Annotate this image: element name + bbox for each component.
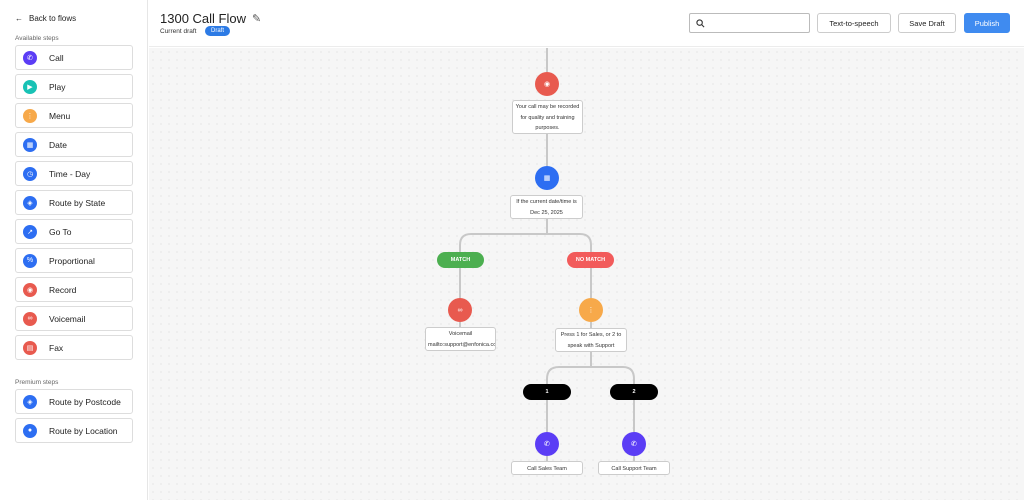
step-call[interactable]: ✆ Call (15, 45, 133, 70)
step-fax[interactable]: ▤ Fax (15, 335, 133, 360)
flow-title: 1300 Call Flow (160, 11, 246, 26)
date-condition-card[interactable]: If the current date/time is Dec 25, 2025 (510, 195, 583, 219)
step-route-by-state[interactable]: ◈ Route by State (15, 190, 133, 215)
call-support-node[interactable]: ✆ (622, 432, 646, 456)
step-route-by-postcode[interactable]: ◈ Route by Postcode (15, 389, 133, 414)
status-badge: Draft (205, 26, 231, 36)
search-box[interactable] (689, 13, 810, 33)
step-label: Route by Postcode (49, 396, 121, 407)
menu-icon: ⋮ (587, 307, 595, 314)
back-to-flows-link[interactable]: ← Back to flows (15, 14, 76, 23)
phone-icon: ✆ (631, 441, 637, 448)
step-proportional[interactable]: % Proportional (15, 248, 133, 273)
call-sales-card[interactable]: Call Sales Team (511, 461, 583, 475)
step-label: Voicemail (49, 313, 86, 324)
step-route-by-location[interactable]: ● Route by Location (15, 418, 133, 443)
call-sales-node[interactable]: ✆ (535, 432, 559, 456)
voicemail-node[interactable]: ∞ (448, 298, 472, 322)
step-go-to[interactable]: ↗ Go To (15, 219, 133, 244)
menu-option-2-pill[interactable]: 2 (610, 384, 658, 400)
menu-node[interactable]: ⋮ (579, 298, 603, 322)
calendar-icon: ▦ (23, 137, 37, 152)
match-branch-pill[interactable]: MATCH (437, 252, 484, 268)
step-voicemail[interactable]: ∞ Voicemail (15, 306, 133, 331)
fax-icon: ▤ (23, 340, 37, 355)
step-record[interactable]: ◉ Record (15, 277, 133, 302)
menu-text-line: Press 1 for Sales, or 2 to (560, 332, 622, 338)
flow-canvas[interactable]: ◉ Your call may be recorded for quality … (149, 48, 1024, 500)
no-match-branch-pill[interactable]: NO MATCH (567, 252, 614, 268)
step-date[interactable]: ▦ Date (15, 132, 133, 157)
date-text-line: Dec 25, 2025 (530, 209, 563, 216)
record-message-card[interactable]: Your call may be recorded for quality an… (512, 100, 583, 134)
back-to-flows-label: Back to flows (29, 14, 77, 23)
step-label: Route by Location (49, 425, 118, 436)
available-steps-label: Available steps (15, 35, 59, 42)
current-draft-label: Current draft (160, 28, 197, 35)
voicemail-text-line: mailto:support@enfonica.com (428, 341, 496, 348)
goto-icon: ↗ (23, 224, 37, 239)
calendar-icon: ▦ (543, 175, 551, 182)
pencil-icon[interactable]: ✎ (252, 13, 262, 25)
sidebar: ← Back to flows Available steps ✆ Call ▶ Pl… (0, 0, 148, 500)
step-label: Menu (49, 110, 71, 121)
step-label: Date (49, 139, 67, 150)
record-icon: ◉ (543, 81, 551, 88)
step-label: Play (49, 81, 66, 92)
step-label: Call (49, 52, 64, 63)
date-text-line: If the current date/time is (516, 199, 577, 205)
location-pin-icon: ● (23, 423, 37, 438)
search-input[interactable] (709, 18, 809, 28)
voicemail-card[interactable]: Voicemail mailto:support@enfonica.com (425, 327, 496, 351)
record-text-line: for quality and training (520, 114, 575, 121)
step-play[interactable]: ▶ Play (15, 74, 133, 99)
text-to-speech-button[interactable]: Text-to-speech (817, 13, 891, 33)
menu-text-line: speak with Support (567, 342, 615, 349)
step-label: Route by State (49, 197, 106, 208)
call-support-card[interactable]: Call Support Team (598, 461, 670, 475)
record-text-line: Your call may be recorded (515, 104, 580, 110)
voicemail-icon: ∞ (457, 306, 463, 314)
voicemail-icon: ∞ (23, 311, 37, 326)
compass-icon: ◈ (23, 195, 37, 210)
step-label: Fax (49, 342, 64, 353)
step-label: Time - Day (49, 168, 91, 179)
record-icon: ◉ (23, 282, 37, 297)
menu-icon: ⋮ (23, 108, 37, 123)
step-time-day[interactable]: ◷ Time - Day (15, 161, 133, 186)
page-title: 1300 Call Flow ✎ (160, 11, 261, 26)
premium-steps-label: Premium steps (15, 379, 59, 386)
step-label: Go To (49, 226, 72, 237)
menu-option-1-pill[interactable]: 1 (523, 384, 571, 400)
voicemail-text-line: Voicemail (448, 331, 473, 337)
menu-prompt-card[interactable]: Press 1 for Sales, or 2 to speak with Su… (555, 328, 627, 352)
clock-icon: ◷ (23, 166, 37, 181)
step-label: Proportional (49, 255, 95, 266)
percent-icon: % (23, 253, 37, 268)
record-text-line: purposes. (535, 125, 560, 131)
search-icon (696, 18, 705, 27)
record-node[interactable]: ◉ (535, 72, 559, 96)
header: 1300 Call Flow ✎ Current draft Draft Tex… (149, 0, 1024, 47)
flow-connectors (459, 48, 635, 461)
date-node[interactable]: ▦ (535, 166, 559, 190)
compass-icon: ◈ (23, 394, 37, 409)
step-menu[interactable]: ⋮ Menu (15, 103, 133, 128)
arrow-left-icon: ← (15, 14, 23, 23)
phone-icon: ✆ (544, 441, 550, 448)
play-icon: ▶ (23, 79, 37, 94)
save-draft-button[interactable]: Save Draft (898, 13, 956, 33)
publish-button[interactable]: Publish (964, 13, 1010, 33)
step-label: Record (49, 284, 77, 295)
phone-icon: ✆ (23, 50, 37, 65)
